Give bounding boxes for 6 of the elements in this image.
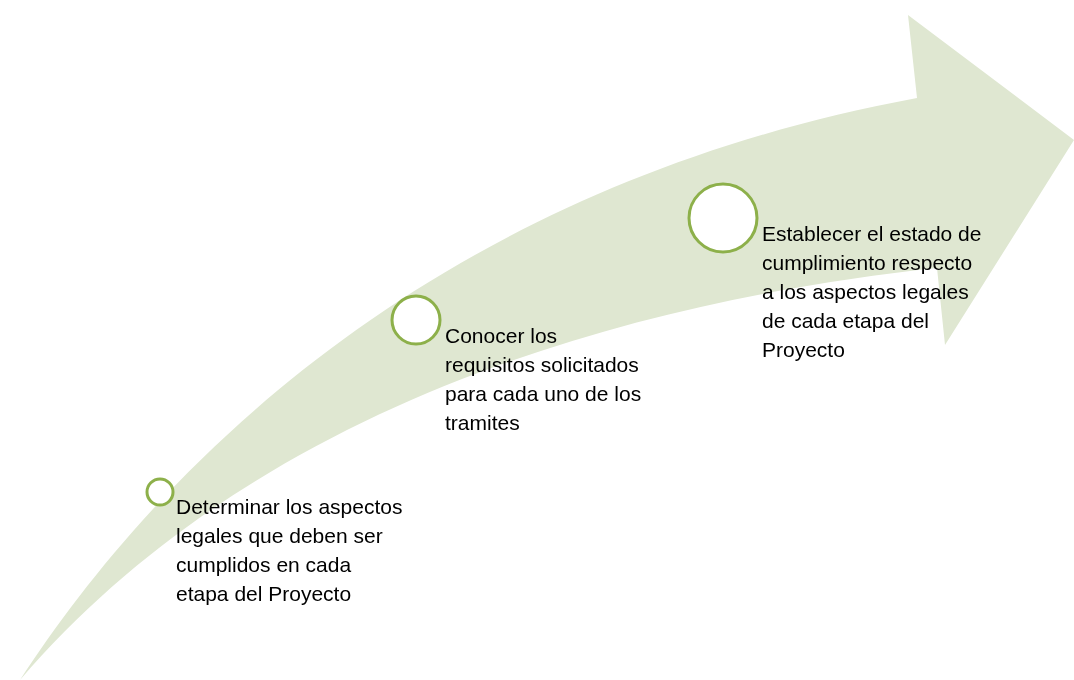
circle-marker	[145, 477, 175, 507]
step-description: Conocer los requisitos solicitados para cada uno de los tramites	[445, 323, 643, 436]
step-description: Establecer el estado de cumplimiento respecto a los aspectos legales de cada etapa del Proyecto	[762, 221, 982, 363]
circle-marker	[687, 182, 759, 254]
step-description: Determinar los aspectos legales que deben ser cumplidos en cada etapa del Proyecto	[176, 494, 404, 607]
circle-marker	[390, 294, 442, 346]
